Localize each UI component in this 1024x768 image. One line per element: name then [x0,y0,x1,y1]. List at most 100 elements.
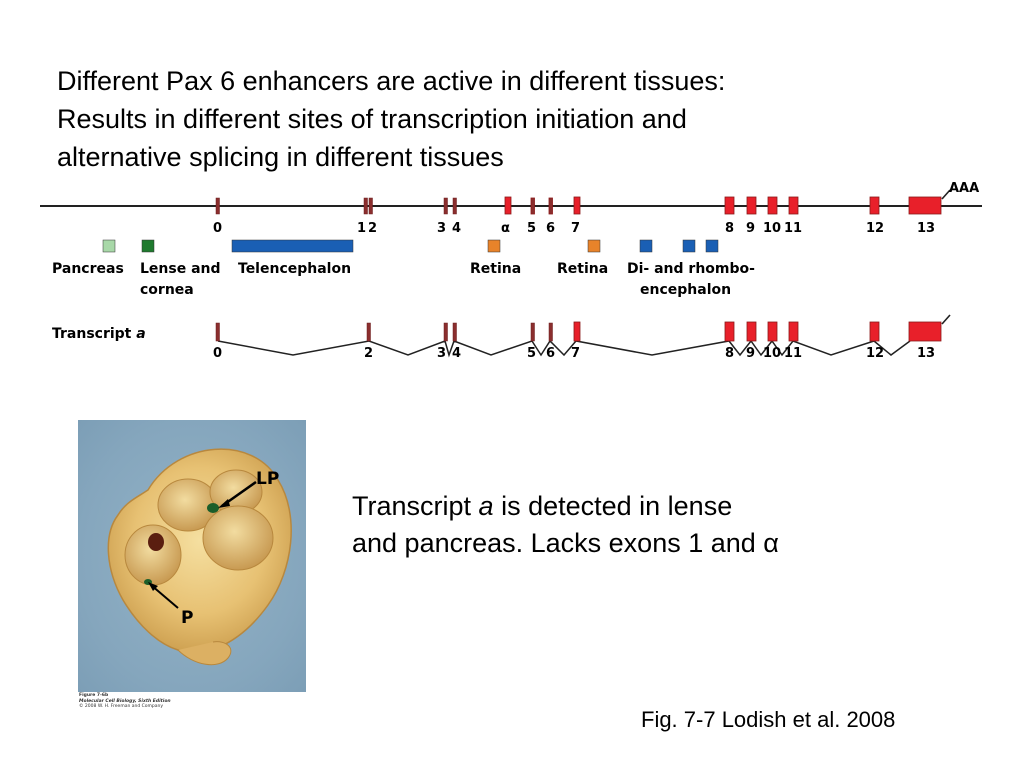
pax6-gene-diagram: 0 1 2 3 4 α 5 6 7 8 9 10 11 12 13 AAA Pa… [40,181,982,361]
transcript-polya-tail [941,314,951,325]
t-exon-label: 8 [725,346,734,361]
t-exon-10 [767,321,778,342]
t-exon-9 [746,321,757,342]
title-line-2: Results in different sites of transcript… [57,104,687,134]
t-exon-label: 3 [437,346,446,361]
lp-arrowhead [218,499,230,508]
caption-line-1: Transcript a is detected in lense [352,488,952,525]
t-exon-2 [366,322,371,342]
citation: Fig. 7-7 Lodish et al. 2008 [641,707,896,732]
title-line-3: alternative splicing in different tissue… [57,142,504,172]
exon-13 [908,196,942,215]
exon-label: 8 [725,221,734,236]
exon-label: 6 [546,221,555,236]
tissue-label-retina-1: Retina [470,261,521,277]
exon-alpha [504,196,512,215]
t-exon-label: 12 [866,346,884,361]
lens-stain [207,503,219,513]
exon-label: 0 [213,221,222,236]
tissue-label-pancreas: Pancreas [52,261,124,277]
exon-12 [869,196,880,215]
exon-4 [452,197,457,215]
enhancer-telencephalon [231,239,354,253]
label-p: P [181,608,193,628]
exon-0 [215,197,220,215]
t-exon-4 [452,322,457,342]
transcript-a-label: Transcript a [52,326,146,342]
exon-label: 10 [763,221,781,236]
polya-tail [941,189,951,200]
embryo-photo: LP P [78,420,306,692]
caption-italic: a [478,491,494,521]
exon-label: 5 [527,221,536,236]
caption: Transcript a is detected in lense and pa… [352,488,952,562]
enhancer-retina-1 [487,239,501,253]
credit-book: Molecular Cell Biology, Sixth Edition [79,698,171,704]
credit-copyright: © 2008 W. H. Freeman and Company [79,704,164,709]
t-exon-label: 0 [213,346,222,361]
t-exon-6 [548,322,553,342]
t-exon-0 [215,322,220,342]
exon-label: 13 [917,221,935,236]
exon-1 [363,197,368,215]
exon-3 [443,197,448,215]
transcript-label-italic: a [136,326,145,342]
t-exon-3 [443,322,448,342]
exon-9 [746,196,757,215]
exon-label: 1 [357,221,366,236]
t-exon-11 [788,321,799,342]
exon-11 [788,196,799,215]
t-exon-label: 11 [784,346,802,361]
label-lp: LP [256,469,279,489]
t-exon-7 [573,321,581,342]
exon-label: 9 [746,221,755,236]
t-exon-label: 7 [571,346,580,361]
enhancer-lense-cornea [141,239,155,253]
tissue-label-encephalon: encephalon [640,282,731,298]
t-exon-label: 5 [527,346,536,361]
t-exon-8 [724,321,735,342]
tissue-label-lense: Lense and [140,261,221,277]
t-exon-label: 13 [917,346,935,361]
brain-lobe-3 [202,505,274,571]
enhancer-retina-2 [587,239,601,253]
exon-label: 11 [784,221,802,236]
p-arrowhead [148,582,158,591]
transcript-exon-labels: 0 2 3 4 5 6 7 8 9 10 11 12 13 [213,346,935,361]
caption-post: is detected in lense [493,491,733,521]
figure-credit: Figure 7-6b Molecular Cell Biology, Sixt… [79,693,279,710]
t-exon-label: 6 [546,346,555,361]
exon-2 [368,197,373,215]
exon-label: 12 [866,221,884,236]
transcript-label-prefix: Transcript [52,326,136,342]
exon-5 [530,197,535,215]
embryo-illustration: LP P [107,448,292,666]
t-exon-12 [869,321,880,342]
exon-labels: 0 1 2 3 4 α 5 6 7 8 9 10 11 12 13 AAA [213,181,979,236]
dark-spot [148,533,164,551]
enhancer-di-rhombo-1 [639,239,653,253]
polya-label: AAA [949,181,979,196]
splice-line [217,339,911,358]
t-exon-label: 9 [746,346,755,361]
enhancer-pancreas [102,239,116,253]
tissue-label-cornea: cornea [140,282,194,298]
enhancer-di-rhombo-2 [682,239,696,253]
slide-title: Different Pax 6 enhancers are active in … [57,62,957,176]
tissue-labels: Pancreas Lense and cornea Telencephalon … [52,261,755,298]
exon-label: 3 [437,221,446,236]
p-arrow [150,584,179,609]
tissue-label-retina-2: Retina [557,261,608,277]
exon-label: 2 [368,221,377,236]
caption-pre: Transcript [352,491,479,521]
tissue-label-telencephalon: Telencephalon [238,261,351,277]
exon-label: 7 [571,221,580,236]
t-exon-label: 2 [364,346,373,361]
credit-figure: Figure 7-6b [79,693,109,698]
exon-8 [724,196,735,215]
exon-6 [548,197,553,215]
exon-label: α [501,221,510,236]
t-exon-13 [908,321,942,342]
exon-7 [573,196,581,215]
caption-line-2: and pancreas. Lacks exons 1 and α [352,528,779,558]
